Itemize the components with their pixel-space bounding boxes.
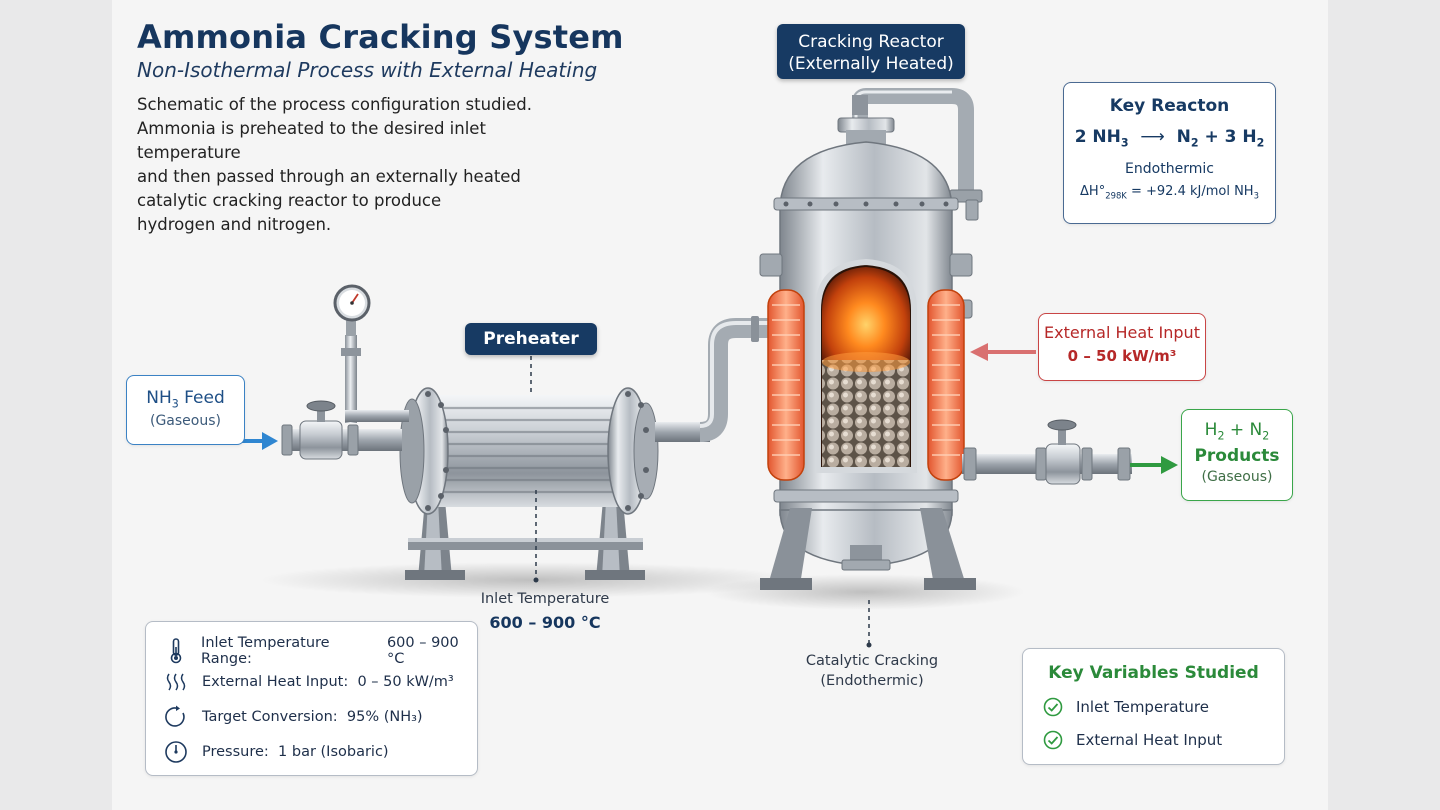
parameter-row: Inlet Temperature Range: 600 – 900 °C [164, 635, 477, 667]
reactor-label-line1: Cracking Reactor [798, 32, 944, 52]
heat-input-box: External Heat Input 0 – 50 kW/m³ [1038, 313, 1206, 381]
circular-arrow-icon [164, 705, 188, 729]
preheater-shadow [260, 562, 800, 598]
heat-waves-icon [164, 670, 188, 694]
feed-box: NH3 Feed (Gaseous) [126, 375, 245, 445]
reaction-equation: 2 NH3 ⟶ N2 + 3 H2 [1074, 127, 1265, 150]
reactor-shadow [705, 574, 1025, 610]
check-circle-icon [1043, 730, 1063, 750]
heat-input-arrow [970, 343, 1036, 361]
key-variables-heading: Key Variables Studied [1048, 663, 1259, 683]
reactor-label-line2: (Externally Heated) [788, 54, 954, 74]
page-title: Ammonia Cracking System [137, 18, 624, 56]
description-line: Ammonia is preheated to the desired inle… [137, 119, 486, 162]
reaction-type: Endothermic [1125, 161, 1214, 178]
transfer-pipe [655, 316, 780, 442]
variable-item: Inlet Temperature [1043, 697, 1209, 717]
products-label: H2 + N2 Products [1194, 420, 1280, 467]
parameter-row: Target Conversion: 95% (NH₃) [164, 705, 423, 729]
description-line: and then passed through an externally he… [137, 167, 521, 186]
reaction-enthalpy: ΔH°298K = +92.4 kJ/mol NH3 [1080, 184, 1259, 201]
inlet-temperature-caption: Inlet Temperature [480, 591, 610, 607]
feed-pipe [281, 400, 402, 460]
cracking-reactor [759, 88, 983, 590]
check-circle-icon [1043, 697, 1063, 717]
reactor-label: Cracking Reactor (Externally Heated) [777, 24, 965, 79]
parameter-row: Pressure: 1 bar (Isobaric) [164, 740, 389, 764]
reaction-box: Key Reacton 2 NH3 ⟶ N2 + 3 H2 Endothermi… [1063, 82, 1276, 224]
product-pipe [962, 419, 1132, 485]
description-line: hydrogen and nitrogen. [137, 215, 332, 234]
key-variables-box: Key Variables Studied Inlet Temperature … [1022, 648, 1285, 765]
parameters-box: Inlet Temperature Range: 600 – 900 °C Ex… [145, 621, 478, 776]
reaction-heading: Key Reacton [1109, 96, 1230, 116]
parameter-row: External Heat Input: 0 – 50 kW/m³ [164, 670, 454, 694]
heat-input-value: 0 – 50 kW/m³ [1067, 347, 1177, 365]
product-arrow [1130, 456, 1178, 474]
products-box: H2 + N2 Products (Gaseous) [1181, 409, 1293, 501]
endothermic-caption: (Endothermic) [820, 673, 924, 689]
inlet-temperature-value: 600 – 900 °C [489, 613, 601, 632]
leader-lines [530, 356, 870, 645]
thermometer-icon [164, 638, 187, 664]
feed-state: (Gaseous) [150, 413, 221, 430]
heat-input-title: External Heat Input [1044, 323, 1200, 342]
feed-label: NH3 Feed [146, 388, 225, 411]
description: Schematic of the process configuration s… [137, 93, 587, 237]
description-line: catalytic cracking reactor to produce [137, 191, 442, 210]
pressure-gauge-icon [164, 740, 188, 764]
description-line: Schematic of the process configuration s… [137, 95, 532, 114]
preheater-label: Preheater [465, 323, 597, 355]
catalytic-cracking-caption: Catalytic Cracking [805, 653, 939, 669]
variable-item: External Heat Input [1043, 730, 1222, 750]
preheater-unit [399, 387, 659, 580]
pressure-gauge [333, 284, 409, 423]
page-subtitle: Non-Isothermal Process with External Hea… [137, 58, 598, 82]
products-state: (Gaseous) [1201, 469, 1273, 486]
